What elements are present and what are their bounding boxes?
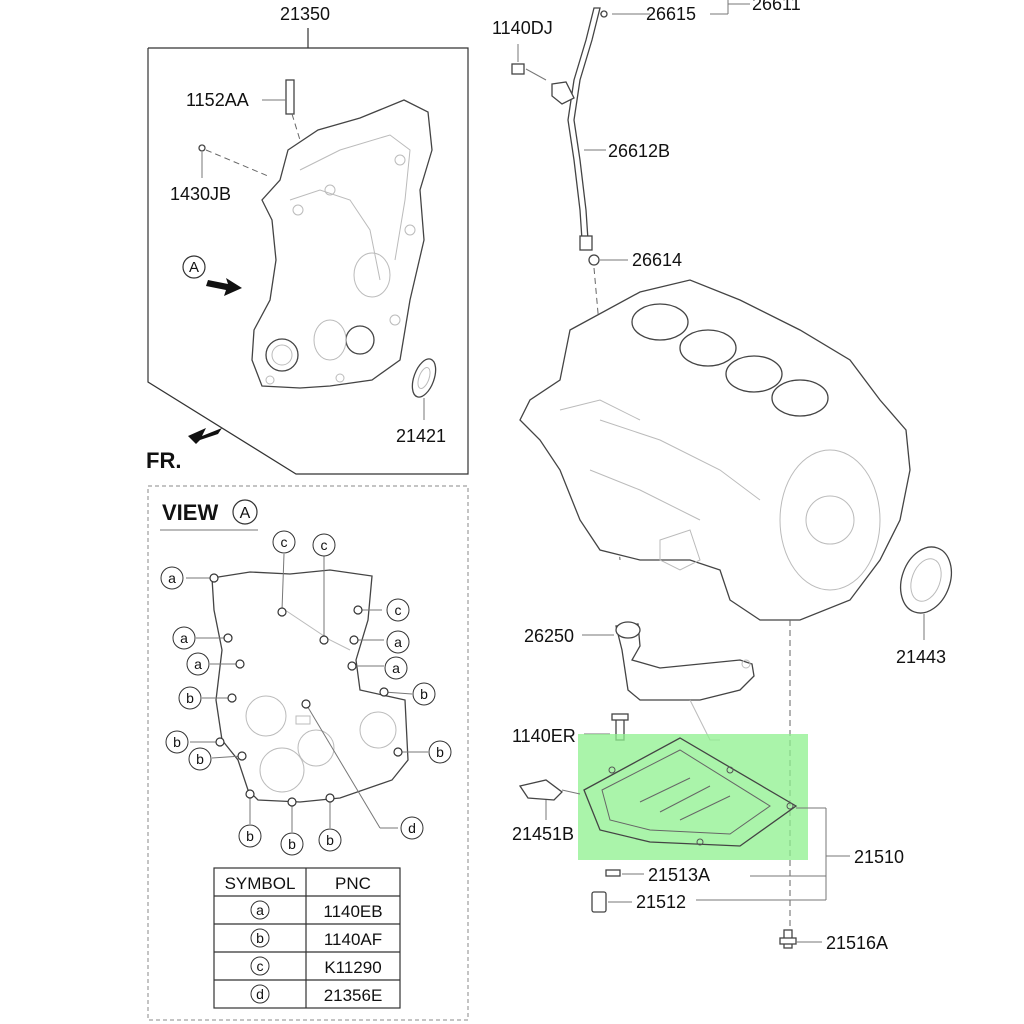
- callout-bracket-21510: [696, 807, 850, 901]
- svg-text:a: a: [180, 630, 188, 646]
- callout-c[interactable]: c: [386, 598, 410, 622]
- svg-text:b: b: [186, 690, 194, 706]
- table-header-pnc: PNC: [335, 874, 371, 893]
- label-26611[interactable]: 26611: [752, 0, 801, 14]
- svg-text:d: d: [408, 820, 416, 836]
- callout-c[interactable]: c: [312, 533, 336, 557]
- symbol-pnc-table: SYMBOL PNC a 1140EB b 1140AF c K11290 d …: [213, 867, 401, 1009]
- table-row-pnc[interactable]: 21356E: [324, 986, 383, 1005]
- stud-bolt: [262, 79, 301, 141]
- dowel-pin: [198, 144, 206, 152]
- label-26612B[interactable]: 26612B: [608, 141, 670, 161]
- highlight-oil-pan: [578, 734, 808, 860]
- svg-text:b: b: [436, 744, 444, 760]
- callout-b[interactable]: b: [412, 682, 436, 706]
- view-a-title: VIEW: [162, 500, 218, 525]
- oil-seal-front: [411, 358, 437, 420]
- callout-a[interactable]: a: [386, 630, 410, 654]
- label-21516A[interactable]: 21516A: [826, 933, 888, 953]
- svg-text:a: a: [194, 656, 202, 672]
- callout-b[interactable]: b: [428, 740, 452, 764]
- drain-plug: [591, 891, 632, 913]
- label-1140DJ[interactable]: 1140DJ: [492, 18, 553, 38]
- oil-seal-rear: [899, 546, 953, 640]
- engine-block: [519, 279, 911, 930]
- bolt-positions: [209, 573, 403, 807]
- svg-text:a: a: [168, 570, 176, 586]
- oil-pan: [583, 737, 798, 847]
- svg-text:b: b: [326, 832, 334, 848]
- table-header-symbol: SYMBOL: [225, 874, 296, 893]
- arrow-icon: [206, 278, 242, 296]
- oil-level-sensor: [518, 779, 581, 820]
- callout-d[interactable]: d: [400, 816, 424, 840]
- drain-gasket: [605, 869, 644, 877]
- oil-strainer: [582, 621, 755, 741]
- front-label: FR.: [146, 448, 181, 473]
- table-row-symbol: d: [256, 986, 264, 1002]
- view-a-title-marker-label: A: [240, 505, 251, 522]
- label-21421[interactable]: 21421: [396, 426, 446, 446]
- svg-text:c: c: [395, 602, 402, 618]
- view-a-marker-label: A: [189, 259, 199, 276]
- view-a-panel: VIEW A: [147, 485, 469, 1021]
- label-1430JB[interactable]: 1430JB: [170, 184, 231, 204]
- callout-c[interactable]: c: [272, 530, 296, 554]
- callout-b[interactable]: b: [280, 832, 304, 856]
- callout-a[interactable]: a: [160, 566, 184, 590]
- label-26250[interactable]: 26250: [524, 626, 574, 646]
- view-a-marker: [182, 255, 206, 279]
- svg-text:b: b: [173, 734, 181, 750]
- view-a-title-marker: [232, 499, 258, 525]
- table-row-pnc[interactable]: K11290: [324, 958, 381, 977]
- callout-a[interactable]: a: [186, 652, 210, 676]
- dipstick-assembly: 26615 26611 26612B 1140DJ 26614: [492, 0, 801, 561]
- table-row-pnc[interactable]: 1140AF: [324, 930, 382, 949]
- label-21443[interactable]: 21443: [896, 647, 946, 667]
- view-a-leaders: [186, 553, 428, 832]
- label-1152AA[interactable]: 1152AA: [186, 90, 249, 110]
- table-row-symbol: a: [256, 902, 264, 918]
- svg-text:a: a: [394, 634, 402, 650]
- callout-a[interactable]: a: [172, 626, 196, 650]
- label-21513A[interactable]: 21513A: [648, 865, 710, 885]
- label-26614[interactable]: 26614: [632, 250, 682, 270]
- label-21510[interactable]: 21510: [854, 847, 904, 867]
- table-row-pnc[interactable]: 1140EB: [323, 902, 382, 921]
- svg-text:b: b: [288, 836, 296, 852]
- callout-b[interactable]: b: [178, 686, 202, 710]
- bolt-21516A: [779, 929, 822, 949]
- svg-text:b: b: [420, 686, 428, 702]
- svg-text:b: b: [246, 828, 254, 844]
- svg-text:b: b: [196, 751, 204, 767]
- svg-text:c: c: [321, 537, 328, 553]
- timing-cover-panel: 21350 1152AA 1430JB: [147, 4, 469, 475]
- timing-cover: [251, 99, 433, 389]
- table-row-symbol: c: [257, 958, 264, 974]
- svg-text:a: a: [392, 660, 400, 676]
- callout-a[interactable]: a: [384, 656, 408, 680]
- callout-b[interactable]: b: [188, 747, 212, 771]
- callout-b[interactable]: b: [318, 828, 342, 852]
- label-26615[interactable]: 26615: [646, 4, 696, 24]
- callout-b[interactable]: b: [165, 730, 189, 754]
- label-21350[interactable]: 21350: [280, 4, 330, 24]
- table-row-symbol: b: [256, 930, 264, 946]
- symbol-callouts: a c c c a a a a b b b b b b b b d: [160, 530, 452, 856]
- front-arrow-icon: [188, 428, 222, 444]
- label-1140ER[interactable]: 1140ER: [512, 726, 576, 746]
- callout-b[interactable]: b: [238, 824, 262, 848]
- label-21512[interactable]: 21512: [636, 892, 686, 912]
- svg-text:c: c: [281, 534, 288, 550]
- label-21451B[interactable]: 21451B: [512, 824, 574, 844]
